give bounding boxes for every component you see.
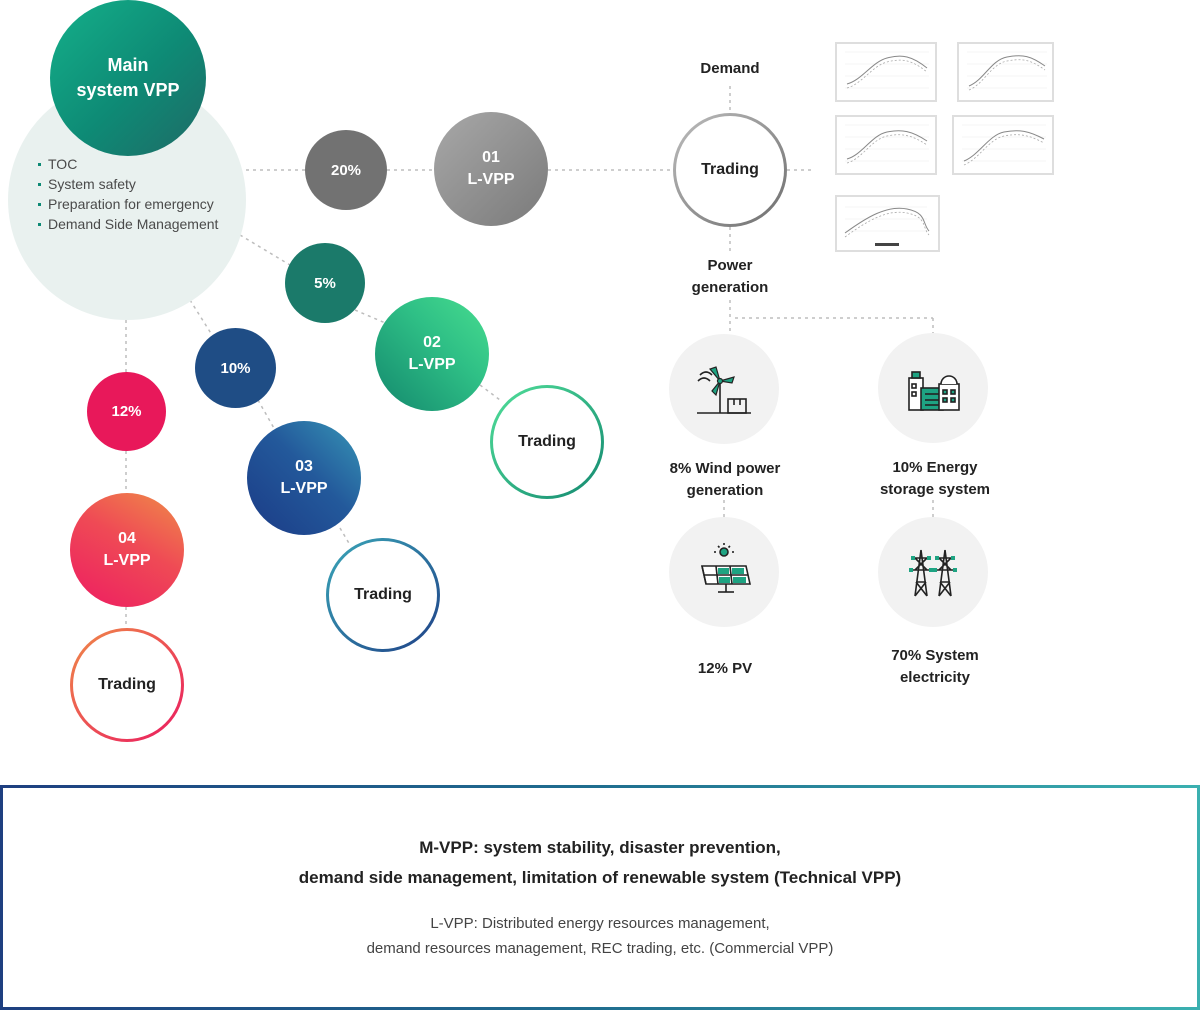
share-12-circle: 12% [87, 372, 166, 451]
l-vpp-line2: demand resources management, REC trading… [366, 940, 834, 957]
power-generation-label: Power generation [670, 255, 790, 299]
lvpp-number: 03 [295, 458, 313, 475]
demand-chart-thumbnail [957, 42, 1054, 102]
line-chart-icon [845, 124, 929, 164]
share-20-circle: 20% [305, 130, 387, 210]
lvpp-number: 04 [118, 530, 136, 547]
demand-chart-thumbnail [835, 115, 937, 175]
power-line1: Power [707, 257, 753, 274]
trading-ring-01: Trading [673, 113, 787, 227]
demand-chart-thumbnail [952, 115, 1054, 175]
solar-panel-icon [701, 543, 751, 593]
trading-label: Trading [73, 631, 181, 739]
trading-label: Trading [493, 388, 601, 496]
wind-power-icon-circle [669, 334, 779, 444]
sys-line2: electricity [899, 669, 971, 686]
trading-ring-04: Trading [70, 628, 184, 742]
power-line2: generation [691, 279, 769, 296]
share-5-circle: 5% [285, 243, 365, 323]
line-chart-icon [845, 51, 929, 89]
line-chart-icon [844, 206, 930, 246]
energy-storage-icon-circle [878, 333, 988, 443]
m-vpp-line2: demand side management, limitation of re… [298, 868, 902, 887]
trading-ring-02: Trading [490, 385, 604, 499]
lvpp-name: L-VPP [467, 171, 515, 188]
system-electricity-label: 70% System electricity [860, 645, 1010, 689]
trading-label: Trading [329, 541, 437, 649]
main-system-vpp-circle: Main system VPP [50, 0, 206, 156]
wind-turbine-icon [697, 366, 751, 414]
demand-chart-thumbnail [835, 195, 940, 252]
pv-label: 12% PV [697, 660, 753, 677]
wind-power-label: 8% Wind power generation [650, 458, 800, 502]
demand-label: Demand [700, 60, 760, 77]
lvpp-number: 01 [482, 149, 500, 166]
list-item: Preparation for emergency [38, 194, 238, 214]
share-10-circle: 10% [195, 328, 276, 408]
lvpp-name: L-VPP [103, 552, 151, 569]
lvpp-number: 02 [423, 334, 441, 351]
sys-line1: 70% System [891, 647, 979, 664]
l-vpp-description: L-VPP: Distributed energy resources mana… [3, 911, 1197, 961]
list-item: TOC [38, 154, 238, 174]
list-item: System safety [38, 174, 238, 194]
demand-chart-thumbnail [835, 42, 937, 102]
pv-icon-circle [669, 517, 779, 627]
main-vpp-function-list: TOC System safety Preparation for emerge… [38, 154, 238, 234]
wind-line2: generation [686, 482, 764, 499]
m-vpp-line1: M-VPP: system stability, disaster preven… [419, 838, 781, 857]
lvpp-01-circle: 01 L-VPP [434, 112, 548, 226]
lvpp-02-circle: 02 L-VPP [375, 297, 489, 411]
wind-line1: 8% Wind power [669, 460, 781, 477]
ess-line2: storage system [879, 481, 991, 498]
ess-line1: 10% Energy [892, 459, 978, 476]
lvpp-04-circle: 04 L-VPP [70, 493, 184, 607]
vpp-summary-box: M-VPP: system stability, disaster preven… [0, 785, 1200, 1010]
energy-storage-label: 10% Energy storage system [860, 457, 1010, 501]
trading-ring-03: Trading [326, 538, 440, 652]
lvpp-name: L-VPP [408, 356, 456, 373]
line-chart-icon [962, 124, 1046, 166]
system-electricity-icon-circle [878, 517, 988, 627]
line-chart-icon [967, 51, 1047, 91]
m-vpp-description: M-VPP: system stability, disaster preven… [3, 833, 1197, 893]
trading-label: Trading [676, 116, 784, 224]
l-vpp-line1: L-VPP: Distributed energy resources mana… [430, 915, 770, 932]
transmission-tower-icon [909, 549, 957, 597]
list-item: Demand Side Management [38, 214, 238, 234]
main-title-line1: Main [107, 55, 149, 75]
lvpp-03-circle: 03 L-VPP [247, 421, 361, 535]
lvpp-name: L-VPP [280, 480, 328, 497]
energy-storage-facility-icon [908, 371, 960, 411]
main-title-line2: system VPP [76, 80, 180, 100]
